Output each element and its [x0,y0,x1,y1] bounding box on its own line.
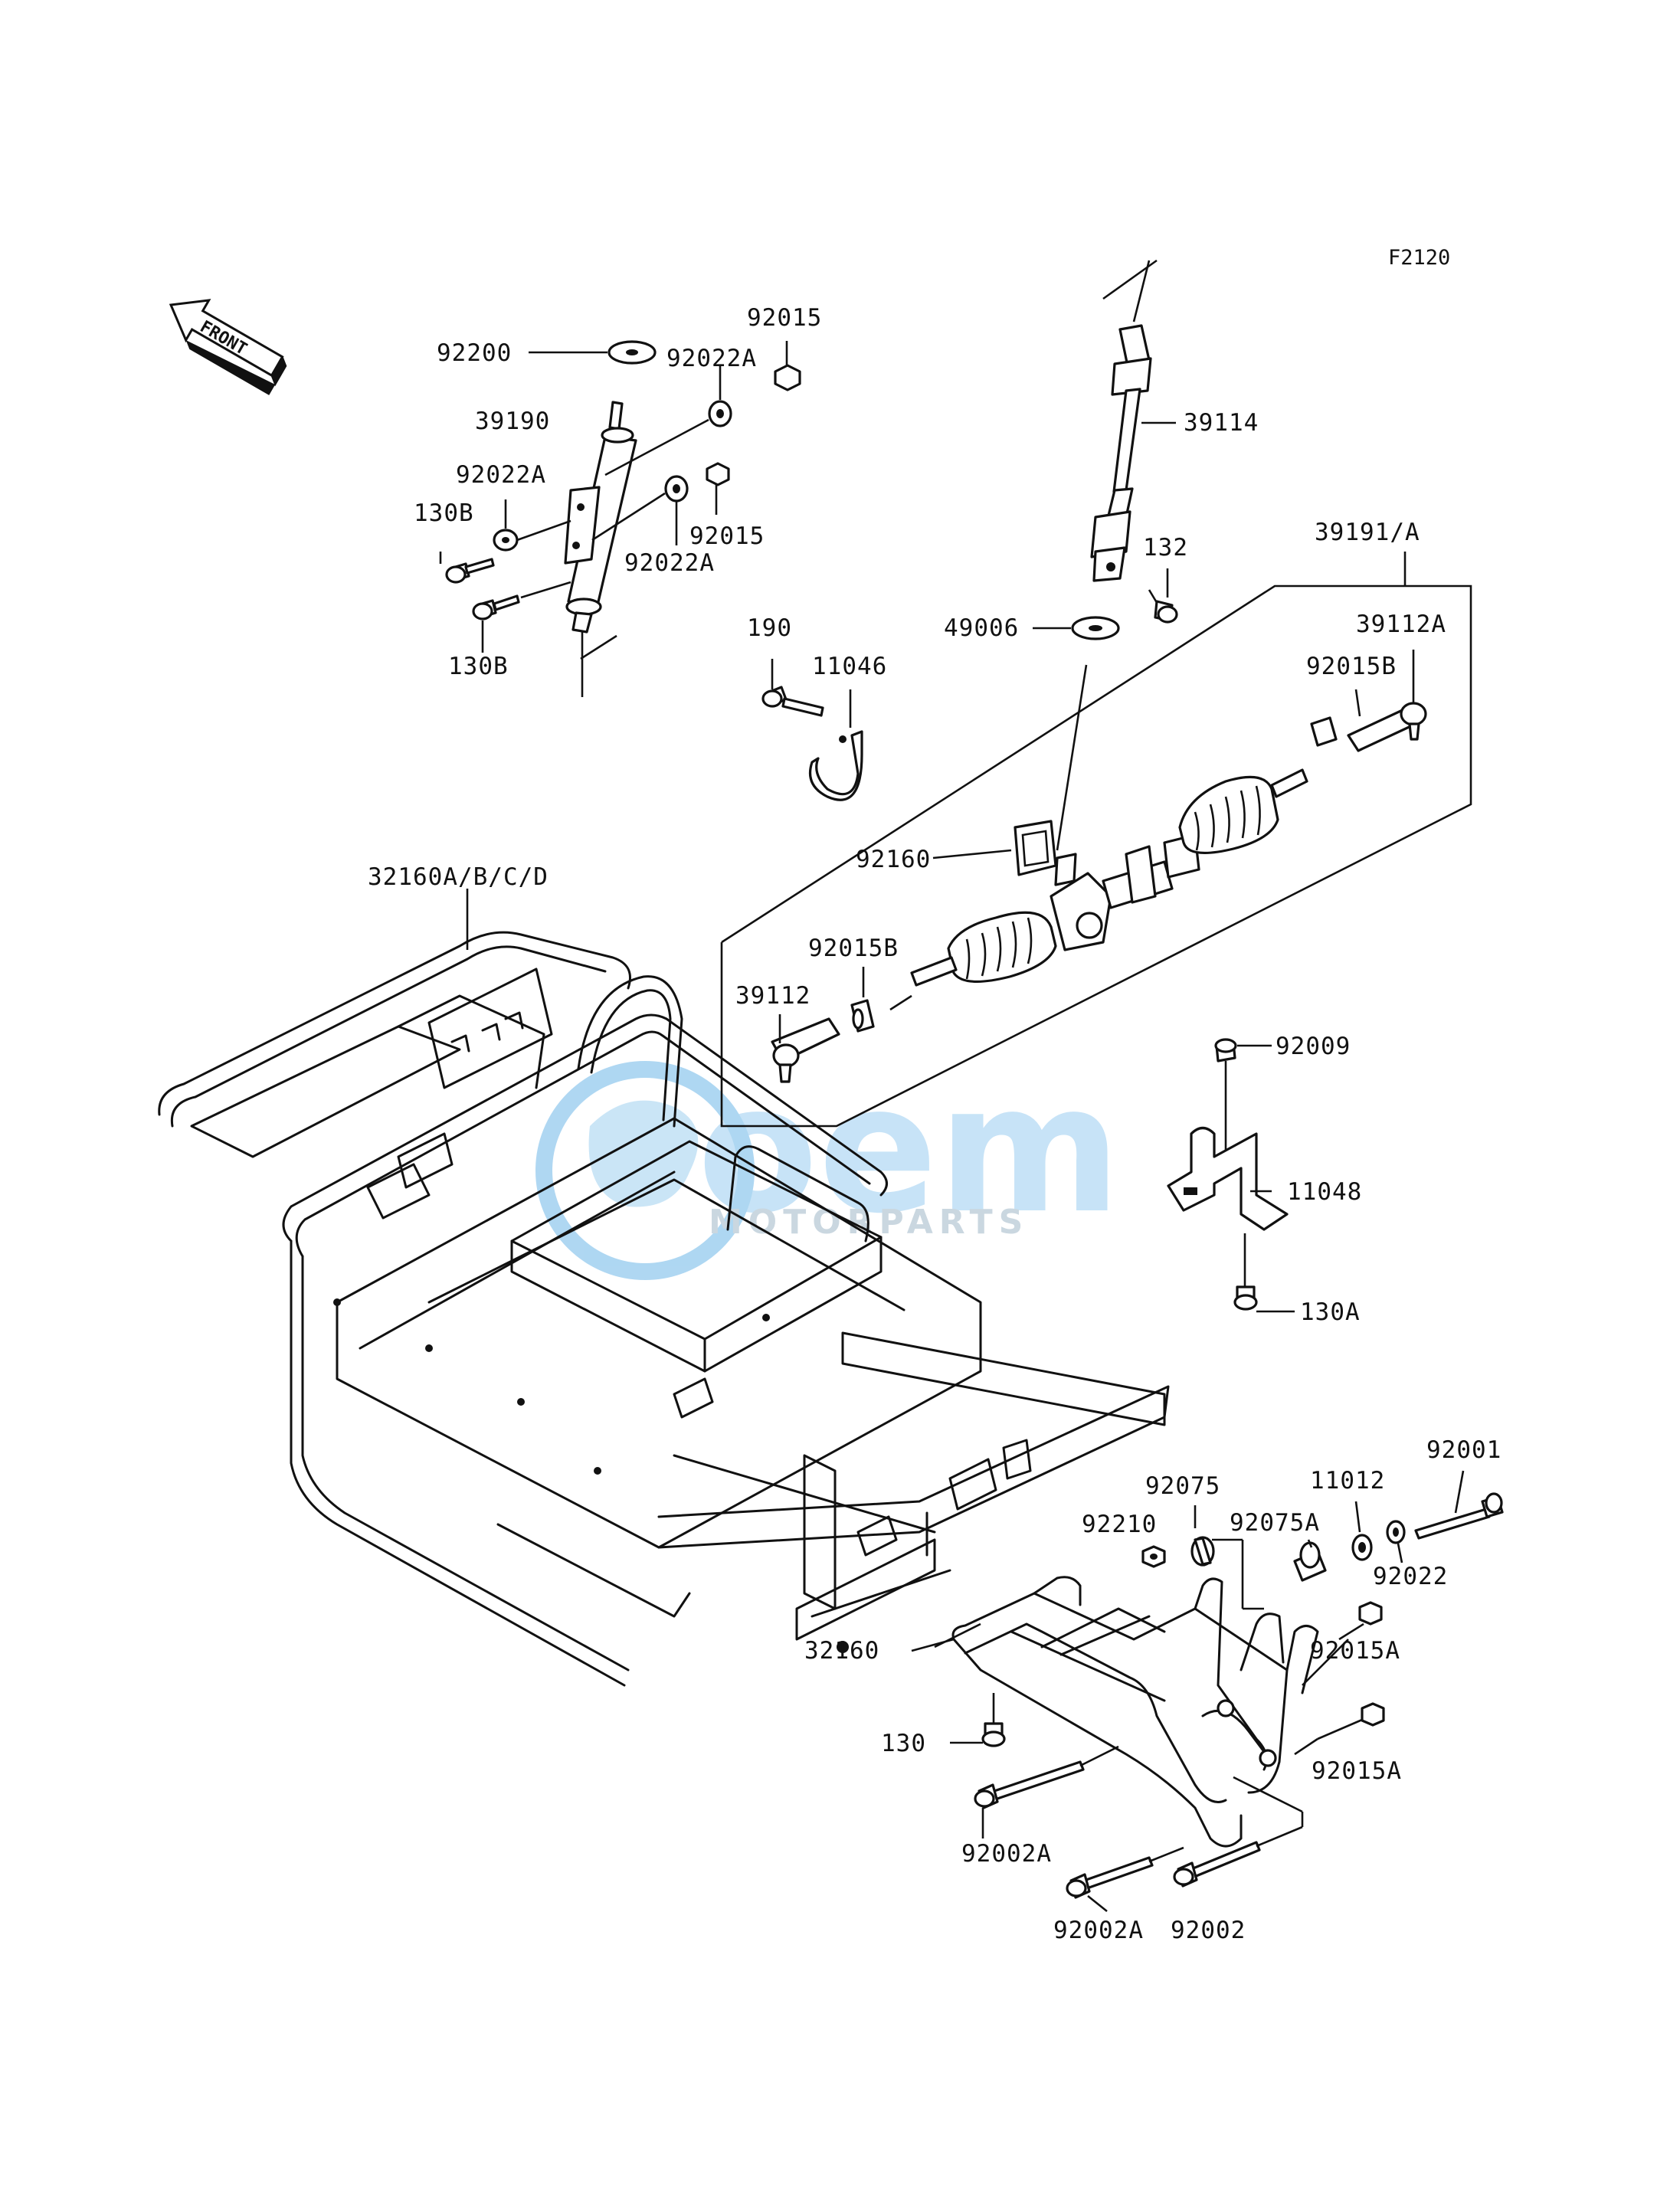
subframe-32160-group [911,1470,1504,1913]
label-92022: 92022 [1373,1563,1448,1590]
label-92015a-upper: 92015A [1310,1637,1400,1665]
bracket-11048-group [1167,1038,1295,1313]
intermediate-shaft-group [1090,259,1178,624]
label-92002a-bottom: 92002A [1053,1917,1144,1944]
label-92002: 92002 [1171,1917,1246,1944]
label-92075a: 92075A [1230,1509,1320,1537]
steering-shaft-group [439,340,801,697]
label-92075: 92075 [1145,1472,1220,1500]
label-11048: 11048 [1287,1178,1362,1206]
diagram-code: F2120 [1388,246,1450,270]
label-92001: 92001 [1426,1436,1502,1464]
label-39190: 39190 [475,408,550,435]
steering-rack-group [720,552,1472,1128]
label-39112: 39112 [735,982,811,1010]
label-92015-mid: 92015 [689,522,765,550]
part-labels: 92015 92200 92022A 39190 92022A 130B 920… [368,304,1502,1944]
label-92015b-left: 92015B [808,935,899,962]
label-130b-bottom: 130B [448,653,509,680]
label-190: 190 [747,614,792,642]
label-39112a: 39112A [1356,611,1446,638]
label-92002a-left: 92002A [961,1840,1052,1868]
label-92015b-right: 92015B [1306,653,1397,680]
clamp-11046-group [761,659,863,801]
label-32160: 32160 [804,1637,879,1665]
label-92009: 92009 [1276,1033,1351,1060]
front-direction-arrow: FRONT [169,299,287,395]
label-92022a-top: 92022A [666,345,757,372]
label-132: 132 [1143,534,1188,562]
label-92200: 92200 [437,339,512,367]
label-92015-top: 92015 [747,304,822,332]
label-32160a-b-c-d: 32160A/B/C/D [368,863,549,891]
main-frame [158,889,1170,1687]
label-49006: 49006 [944,614,1019,642]
watermark-brand: oem [697,1048,1122,1252]
label-11012: 11012 [1310,1467,1385,1495]
label-92015a-lower: 92015A [1312,1757,1402,1785]
label-130b-top: 130B [414,499,474,527]
label-39114: 39114 [1184,409,1259,437]
label-92022a-left: 92022A [456,461,546,489]
label-130: 130 [881,1730,926,1757]
label-11046: 11046 [812,653,887,680]
label-92160: 92160 [856,846,931,873]
watermark-logo: oem MOTORPARTS [535,1048,1122,1280]
label-39191-a: 39191/A [1315,519,1420,546]
label-130a: 130A [1300,1298,1361,1326]
label-92022a-right: 92022A [624,549,715,577]
label-92210: 92210 [1082,1511,1157,1538]
